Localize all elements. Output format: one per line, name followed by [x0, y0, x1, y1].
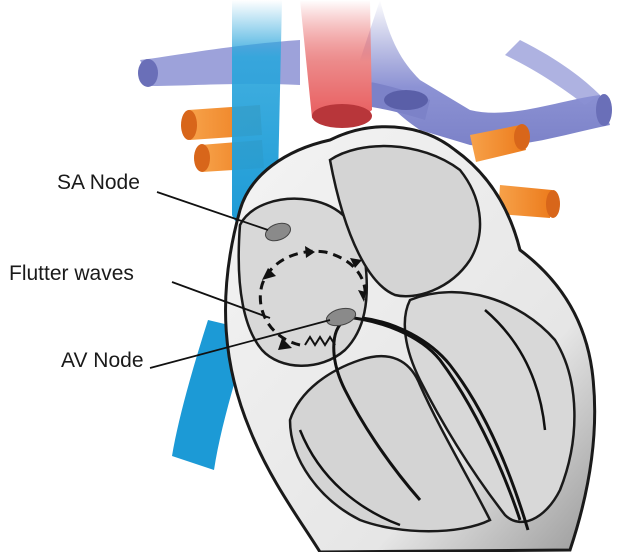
flutter-waves-label: Flutter waves: [9, 262, 134, 286]
sa-node-label: SA Node: [57, 171, 140, 195]
av-node-label: AV Node: [61, 349, 144, 373]
aorta: [300, 0, 372, 128]
